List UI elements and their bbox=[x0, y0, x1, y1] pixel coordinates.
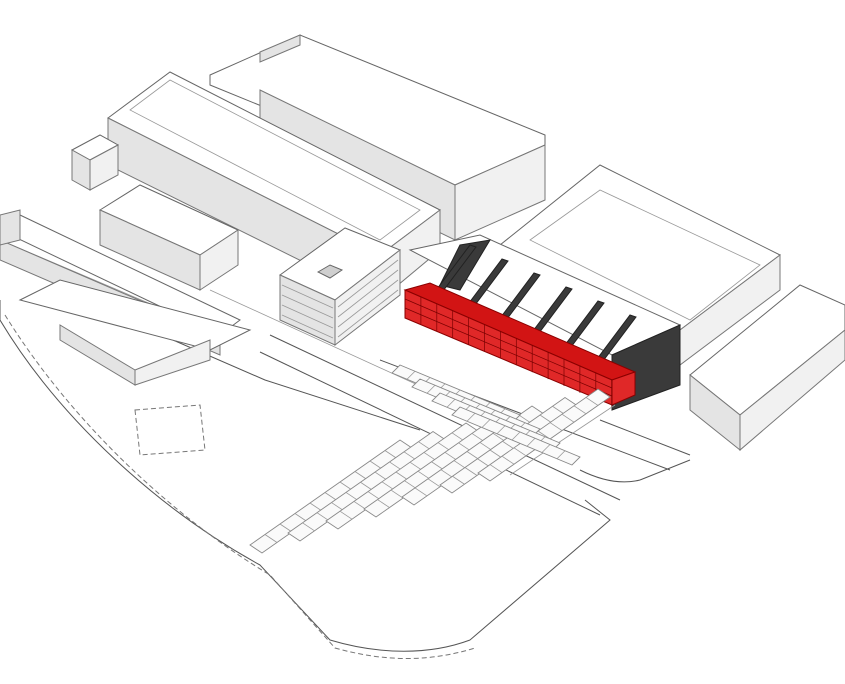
parking-stall-line bbox=[302, 522, 315, 532]
parking-stall-line bbox=[418, 441, 431, 450]
parking-area-upper bbox=[391, 364, 581, 466]
parking-stall-line bbox=[466, 451, 480, 460]
parking-stall-line bbox=[477, 458, 490, 468]
office-window-band bbox=[281, 304, 334, 329]
parking-stall-line bbox=[444, 451, 458, 461]
office-window-band bbox=[337, 279, 399, 328]
parking-stall-line bbox=[431, 461, 444, 471]
office-window-band bbox=[281, 314, 334, 339]
parking-stall-line bbox=[526, 437, 536, 447]
parking-stall-line bbox=[426, 384, 436, 394]
parking-stall-line bbox=[489, 449, 503, 459]
office-window-band bbox=[337, 289, 399, 338]
building-small-tower bbox=[70, 134, 120, 191]
parking-area bbox=[249, 388, 611, 554]
parking-stall-line bbox=[585, 397, 599, 406]
parking-stall-line bbox=[345, 492, 359, 501]
parking-stall-line bbox=[384, 450, 398, 459]
parking-stall-line bbox=[374, 471, 388, 481]
parking-stall-line bbox=[354, 471, 368, 480]
building-office bbox=[279, 227, 402, 347]
parking-stall-line bbox=[369, 460, 383, 470]
parking-stall-line bbox=[552, 405, 565, 415]
parking-stall-line bbox=[367, 491, 381, 500]
parking-stall-line bbox=[353, 501, 367, 510]
facade-floor-line bbox=[404, 307, 613, 397]
parking-stall-line bbox=[481, 419, 491, 428]
building-left-low bbox=[0, 209, 252, 386]
parking-stall-line bbox=[451, 432, 465, 442]
parking-stall-line bbox=[294, 513, 308, 522]
parking-stall-line bbox=[549, 422, 563, 431]
office-window-band bbox=[281, 284, 334, 309]
building-left-block bbox=[98, 184, 240, 291]
parking-stall-line bbox=[437, 442, 451, 451]
parking-stall-line bbox=[427, 478, 441, 488]
parking-stall-line bbox=[423, 452, 437, 461]
facade-floor-line bbox=[404, 298, 613, 389]
parking-stall-line bbox=[409, 461, 423, 471]
parking-stall-line bbox=[573, 405, 587, 415]
office-window-band bbox=[337, 259, 399, 308]
office-window-band bbox=[281, 294, 334, 319]
parking-stall-line bbox=[492, 432, 506, 442]
parking-stall-line bbox=[501, 455, 515, 465]
parking-stall-line bbox=[389, 461, 402, 471]
parking-stall-line bbox=[446, 398, 456, 408]
parking-stall-line bbox=[279, 523, 293, 533]
parking-stall-line bbox=[395, 471, 409, 481]
parking-stall-line bbox=[404, 480, 417, 489]
parking-stall-line bbox=[479, 442, 493, 451]
building-main-dark-roof bbox=[408, 234, 682, 411]
parking-stall-line bbox=[471, 433, 485, 442]
building-far-right bbox=[689, 284, 845, 452]
parking-stall-line bbox=[264, 534, 278, 543]
parking-stall-line bbox=[511, 431, 521, 441]
parking-stall-line bbox=[440, 469, 454, 479]
parking-stall-line bbox=[518, 414, 532, 424]
parking-stall-line bbox=[331, 502, 344, 511]
building-highlighted bbox=[403, 282, 637, 407]
parking-stall-line bbox=[381, 481, 395, 491]
parking-stall-line bbox=[466, 412, 476, 422]
office-window-band bbox=[337, 269, 399, 318]
parking-stall-line bbox=[489, 464, 503, 473]
parking-stall-line bbox=[458, 442, 471, 452]
parking-stall-line bbox=[502, 440, 515, 450]
parking-stall-line bbox=[414, 487, 428, 497]
parking-stall-line bbox=[403, 451, 417, 461]
parking-stall-line bbox=[324, 492, 338, 501]
parking-stall-line bbox=[453, 460, 467, 469]
parking-stall-line bbox=[360, 481, 373, 491]
parking-stall-line bbox=[464, 467, 478, 476]
parking-stall-line bbox=[513, 447, 527, 457]
parking-stall-line bbox=[496, 425, 506, 435]
parking-stall-line bbox=[556, 450, 566, 460]
parking-stall-line bbox=[561, 413, 575, 423]
parking-stall-line bbox=[390, 489, 404, 499]
parking-stall-line bbox=[339, 510, 353, 520]
parking-stall-line bbox=[539, 414, 553, 424]
parking-stall-line bbox=[541, 444, 551, 453]
parking-stall-line bbox=[309, 502, 323, 512]
parking-stall-line bbox=[452, 475, 465, 485]
office-windows bbox=[281, 259, 399, 339]
parking-stall-line bbox=[406, 370, 416, 380]
parking-stall-line bbox=[339, 481, 353, 491]
highlighted-facade-grid bbox=[404, 296, 613, 407]
parking-stall-line bbox=[417, 470, 431, 480]
courtyard bbox=[134, 404, 206, 456]
parking-stall-line bbox=[377, 499, 390, 508]
parking-stall-line bbox=[316, 512, 330, 522]
